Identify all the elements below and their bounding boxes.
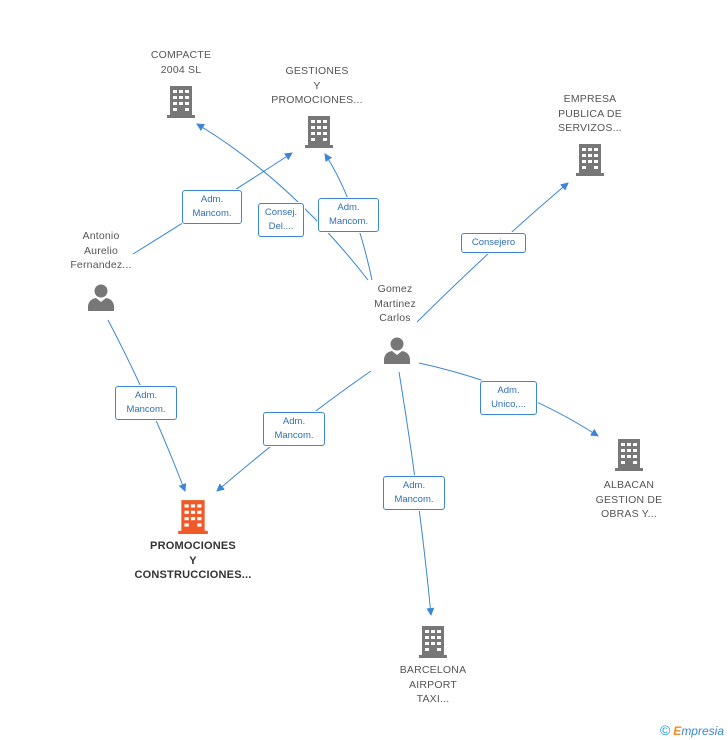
edge-label-line: Unico,... — [491, 399, 526, 410]
building-icon — [419, 626, 447, 658]
node-label: Antonio Aurelio Fernandez... — [70, 230, 132, 271]
edge-label-line: Mancom. — [126, 404, 166, 415]
node-label: COMPACTE 2004 SL — [150, 49, 212, 76]
brand-initial: E — [673, 724, 682, 738]
edge-label-line: Mancom. — [274, 430, 314, 441]
building-icon — [305, 116, 333, 148]
edge-label-line: Mancom. — [192, 208, 232, 219]
edge-label-line: Adm. — [337, 202, 360, 213]
edge-label-antonio-gestiones[interactable]: Adm. Mancom. — [182, 190, 242, 224]
node-label: PROMOCIONES Y CONSTRUCCIONES... — [134, 540, 252, 581]
edge-label-line: Consej. — [264, 207, 298, 218]
edge-label-line: Mancom. — [394, 494, 434, 505]
node-label: Gomez Martinez Carlos — [374, 283, 416, 324]
node-label: EMPRESA PUBLICA DE SERVIZOS... — [558, 93, 622, 134]
edge-label-gomez-empresa[interactable]: Consejero — [461, 233, 526, 253]
edge-label-line: Mancom. — [328, 216, 369, 227]
edge-label-line: Del.... — [268, 221, 294, 232]
building-icon — [167, 86, 195, 118]
person-icon — [384, 337, 410, 364]
node-label: BARCELONA AIRPORT TAXI... — [399, 664, 467, 705]
edge-label-gomez-barcelona[interactable]: Adm. Mancom. — [383, 476, 445, 510]
edge-label-line: Adm. — [134, 390, 158, 401]
node-label: GESTIONES Y PROMOCIONES... — [271, 65, 363, 106]
building-icon — [615, 439, 643, 471]
brand-name: mpresia — [681, 724, 724, 738]
edge-label-line: Adm. — [200, 194, 224, 205]
edge-label-antonio-promociones[interactable]: Adm. Mancom. — [115, 386, 177, 420]
edge-gomez-compacte — [196, 123, 369, 281]
edge-label-line: Consejero — [471, 237, 516, 248]
empresia-logo[interactable]: ©Empresia — [660, 722, 724, 738]
edge-label-gomez-gestiones[interactable]: Adm. Mancom. — [318, 198, 379, 232]
person-icon — [88, 284, 114, 311]
edge-label-gomez-albacan[interactable]: Adm. Unico,... — [480, 381, 537, 415]
edge-label-line: Adm. — [497, 385, 520, 396]
edge-label-gomez-compacte[interactable]: Consej. Del.... — [258, 203, 304, 237]
node-label: ALBACAN GESTION DE OBRAS Y... — [595, 479, 663, 520]
copyright-symbol: © — [659, 722, 671, 738]
building-icon — [576, 144, 604, 176]
building-icon — [178, 500, 208, 534]
edge-label-line: Adm. — [402, 480, 426, 491]
edge-label-line: Adm. — [282, 416, 306, 427]
edge-label-gomez-promociones[interactable]: Adm. Mancom. — [263, 412, 325, 446]
